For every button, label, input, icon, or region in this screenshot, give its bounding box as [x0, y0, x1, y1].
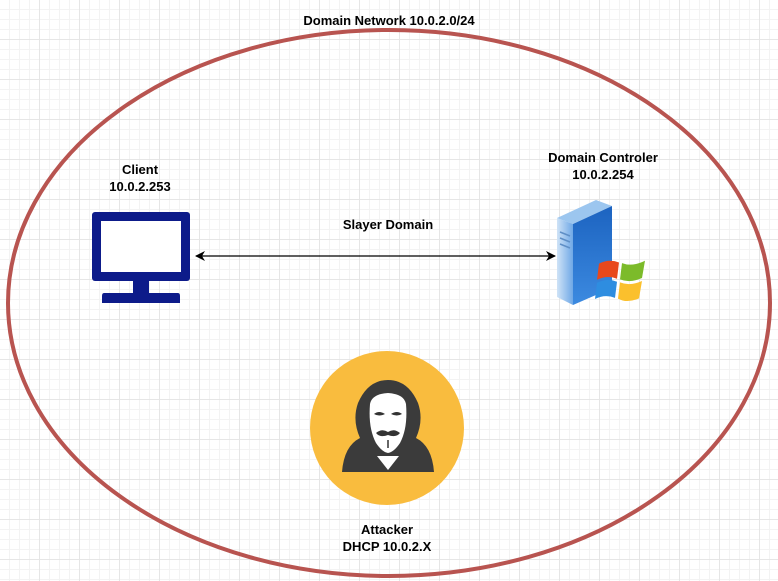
domain-controller-ip: 10.0.2.254: [572, 167, 634, 182]
client-name: Client: [121, 162, 159, 177]
anonymous-hacker-icon[interactable]: [310, 351, 464, 505]
connection-label-text: Slayer Domain: [342, 217, 434, 232]
domain-controller-name: Domain Controler: [548, 150, 658, 165]
network-boundary-ellipse: [6, 28, 772, 578]
attacker-name: Attacker: [360, 522, 414, 537]
attacker-ip: DHCP 10.0.2.X: [342, 539, 432, 554]
connection-label: Slayer Domain: [318, 216, 458, 233]
monitor-icon[interactable]: [92, 212, 190, 303]
client-label: Client 10.0.2.253: [90, 161, 190, 195]
domain-controller-label: Domain Controler 10.0.2.254: [523, 149, 683, 183]
attacker-label: Attacker DHCP 10.0.2.X: [327, 521, 447, 555]
network-title: Domain Network 10.0.2.0/24: [289, 12, 489, 29]
network-title-text: Domain Network 10.0.2.0/24: [303, 13, 475, 28]
windows-server-icon[interactable]: [557, 200, 645, 305]
client-ip: 10.0.2.253: [109, 179, 171, 194]
